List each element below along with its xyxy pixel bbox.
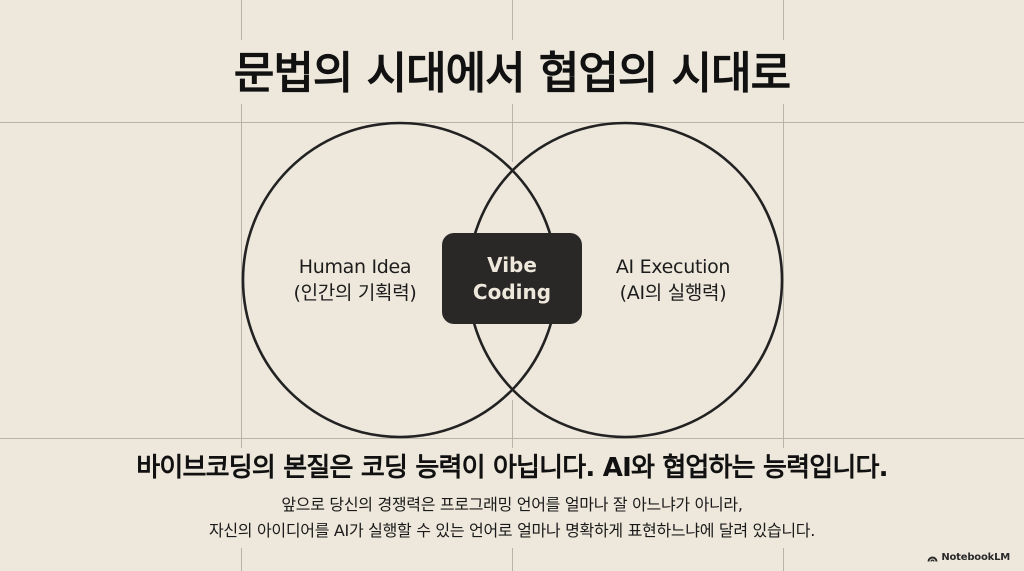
grid-line-vertical-left-top xyxy=(241,0,242,40)
grid-line-vertical-right-bottom xyxy=(783,548,784,571)
grid-line-vertical-center-bottom xyxy=(512,548,513,571)
venn-intersection-line2: Coding xyxy=(472,279,552,304)
venn-intersection-vibe-coding: Vibe Coding xyxy=(442,233,582,324)
notebooklm-logo-icon xyxy=(927,556,938,561)
slide-title: 문법의 시대에서 협업의 시대로 xyxy=(233,48,791,99)
grid-line-vertical-center-mid xyxy=(512,104,513,162)
venn-label-ai-execution-en: AI Execution xyxy=(615,256,731,278)
grid-line-vertical-right-top xyxy=(783,0,784,40)
venn-label-human-idea-ko: (인간의 기획력) xyxy=(293,282,417,304)
body-line-1: 앞으로 당신의 경쟁력은 프로그래밍 언어를 얼마나 잘 아느냐가 아니라, xyxy=(281,495,743,514)
venn-label-human-idea-en: Human Idea xyxy=(298,256,412,278)
grid-line-vertical-center-top xyxy=(512,0,513,40)
venn-label-human-idea: Human Idea (인간의 기획력) xyxy=(270,254,440,306)
venn-label-ai-execution-ko: (AI의 실행력) xyxy=(619,282,727,304)
venn-intersection-line1: Vibe xyxy=(487,252,537,277)
grid-line-vertical-left-mid xyxy=(241,104,242,448)
grid-line-horizontal-top xyxy=(0,122,1024,123)
notebooklm-watermark: NotebookLM xyxy=(927,552,1010,563)
slide-headline: 바이브코딩의 본질은 코딩 능력이 아닙니다. AI와 협업하는 능력입니다. xyxy=(136,453,888,483)
watermark-text: NotebookLM xyxy=(941,552,1010,563)
body-line-2: 자신의 아이디어를 AI가 실행할 수 있는 언어로 얼마나 명확하게 표현하느… xyxy=(208,521,816,540)
grid-line-horizontal-bottom xyxy=(0,438,1024,439)
slide-body-text: 앞으로 당신의 경쟁력은 프로그래밍 언어를 얼마나 잘 아느냐가 아니라, 자… xyxy=(0,492,1024,544)
grid-line-vertical-center-low xyxy=(512,400,513,448)
venn-label-ai-execution: AI Execution (AI의 실행력) xyxy=(588,254,758,306)
grid-line-vertical-right-mid xyxy=(783,104,784,448)
grid-line-vertical-left-bottom xyxy=(241,548,242,571)
